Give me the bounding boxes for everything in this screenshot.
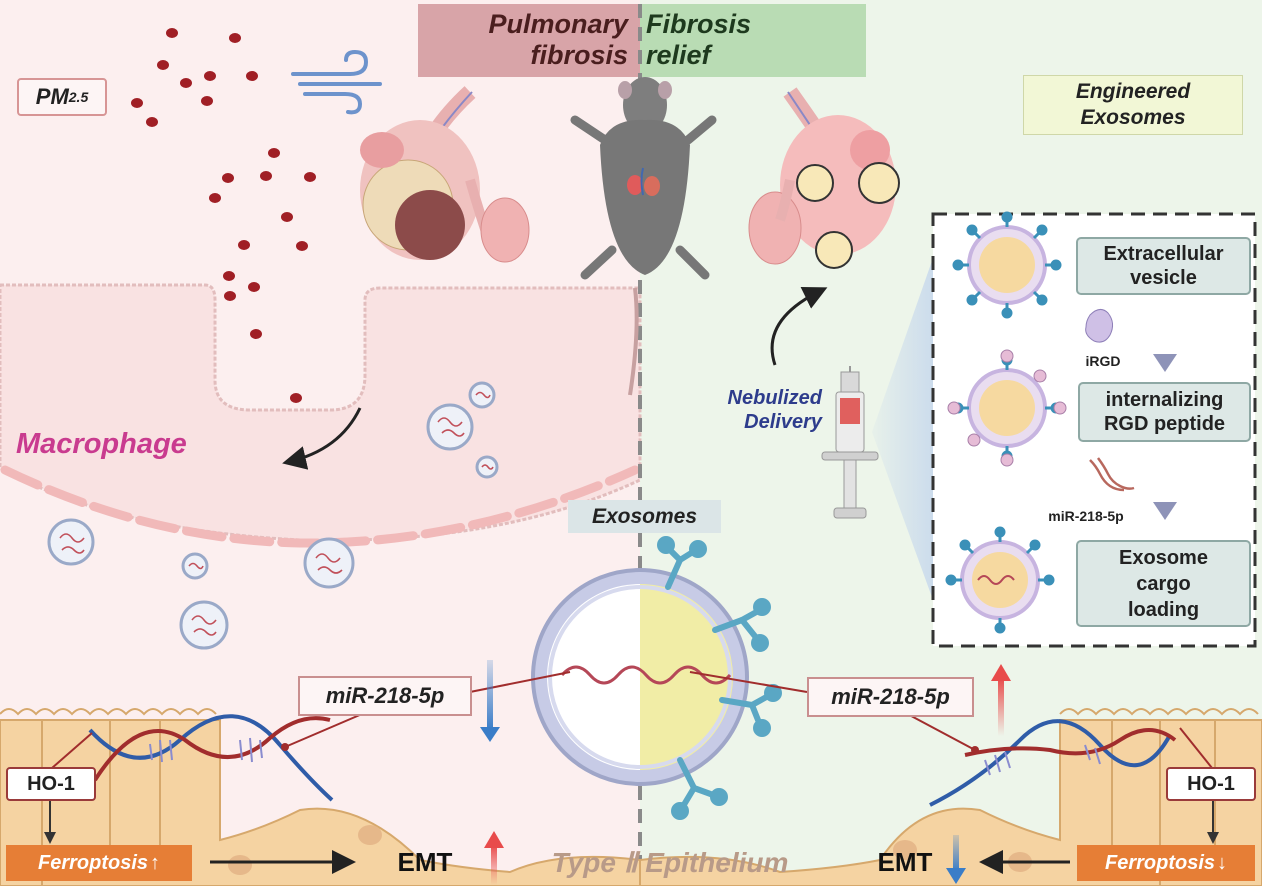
step-box-2-bg: [1078, 382, 1251, 442]
exosome-icon-plain: [967, 225, 1047, 305]
step-3-label: Exosome cargo loading: [1119, 546, 1208, 621]
ho1-left-link: [51, 732, 93, 769]
pm25-particles: [131, 28, 316, 403]
emt-right-down-arrow: [946, 835, 966, 884]
pm25-sub: 2.5: [68, 89, 89, 105]
mir-small-label: miR-218-5p: [1048, 508, 1124, 524]
ferroptosis-right-label: Ferroptosis↓: [1077, 845, 1255, 881]
wind-icon: [291, 49, 382, 115]
mir-left-label: miR-218-5p: [298, 676, 472, 716]
mouse-icon: [570, 77, 717, 396]
small-vesicles: [47, 381, 499, 650]
macrophage-arrow: [282, 407, 362, 470]
emt-left-label: EMT: [397, 846, 453, 877]
ferroptosis-right-text: Ferroptosis: [1104, 851, 1216, 874]
mir-left-connector: [469, 671, 571, 693]
left-panel-title: Pulmonary fibrosis: [488, 9, 628, 70]
type2-epithelium-label: Type Ⅱ Epithelium: [551, 846, 789, 878]
ferroptosis-left-up-icon: ↑: [150, 851, 161, 874]
dna-helix-icon-left: [88, 714, 334, 802]
ho1-right-link: [1179, 727, 1213, 769]
left-title-box: [418, 4, 640, 77]
ferroptosis-left-text: Ferroptosis: [37, 851, 149, 874]
step-2-label: internalizing RGD peptide: [1103, 389, 1226, 435]
ho1-right-label: HO-1: [1166, 767, 1256, 801]
ferroptosis-right-down-icon: ↓: [1217, 851, 1228, 874]
irgd-label: iRGD: [1085, 353, 1121, 369]
mirna-strand-icon: [1089, 457, 1135, 492]
macrophage-membrane: [0, 465, 640, 548]
exosome-icon-loaded: [960, 540, 1040, 620]
exosome-icon-irgd: [967, 368, 1047, 448]
step-box-3-bg: [1076, 540, 1251, 627]
nebulized-delivery-label: Nebulized Delivery: [727, 387, 822, 433]
dna-helix-icon-right: [929, 719, 1177, 807]
engineered-exosomes-label: Engineered Exosomes: [1023, 75, 1243, 135]
step-box-1-bg: [1076, 237, 1251, 295]
emt-right-label: EMT: [877, 846, 933, 877]
mir-right-up-arrow: [991, 664, 1011, 736]
right-title-box: [640, 4, 866, 77]
ho1-left-label: HO-1: [6, 767, 96, 801]
mir-right-connector: [689, 671, 808, 693]
exosomes-label: Exosomes: [568, 500, 721, 533]
syringe-icon: [821, 366, 879, 519]
exosome-icon-center: [531, 568, 749, 786]
delivery-arrow: [770, 287, 828, 366]
right-panel-title: Fibrosis relief: [646, 9, 752, 70]
mir-right-label: miR-218-5p: [807, 677, 974, 717]
emt-left-up-arrow: [484, 831, 504, 885]
lung-icon-healthy: [748, 87, 900, 269]
lung-icon-fibrotic: [360, 86, 530, 263]
step-1-label: Extracellular vesicle: [1103, 243, 1224, 289]
pm25-main: PM: [35, 84, 69, 109]
mir-left-down-arrow: [480, 660, 500, 742]
exosome-spikes: [657, 536, 782, 820]
nebulizer-cone: [872, 258, 933, 600]
irgd-peptide-icon: [1085, 309, 1114, 343]
ferroptosis-left-label: Ferroptosis↑: [6, 845, 192, 881]
macrophage-label: Macrophage: [16, 427, 187, 460]
